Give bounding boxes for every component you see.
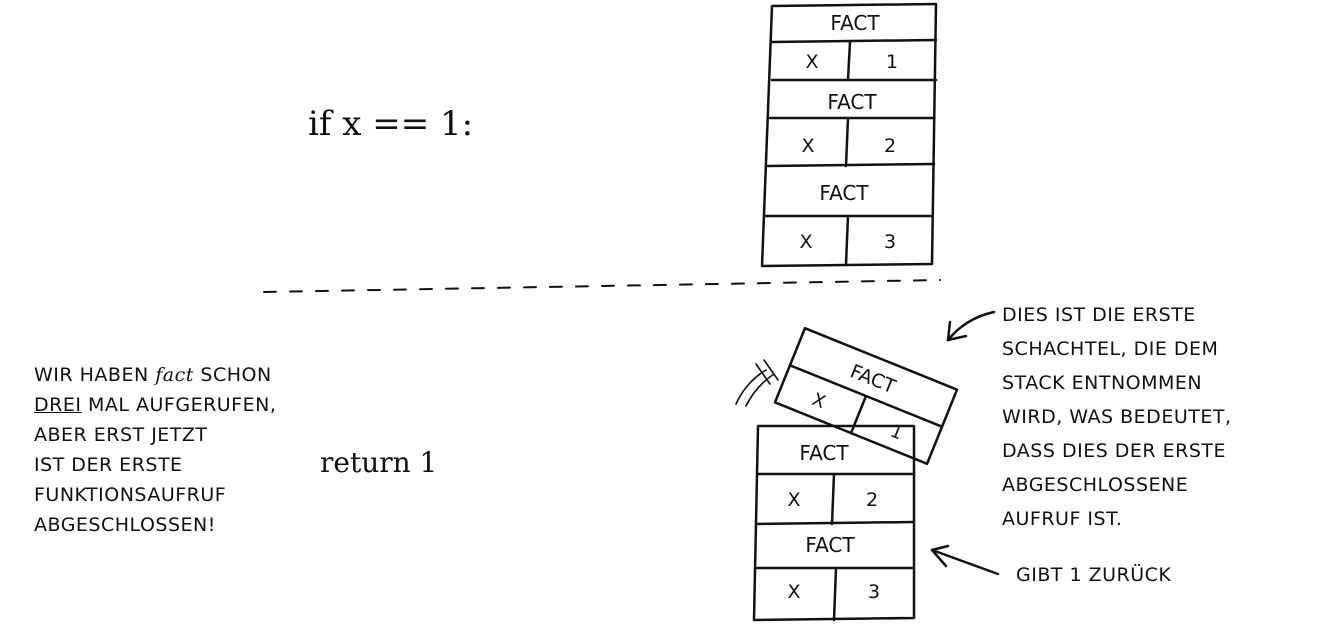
top-frame-1-var: X bbox=[805, 51, 818, 73]
top-frame-2-var: X bbox=[801, 135, 814, 157]
motion-marks bbox=[735, 359, 779, 407]
bottom-frame-2-name: FACT bbox=[805, 533, 855, 557]
bottom-frame-2-var: X bbox=[787, 581, 800, 603]
note-left-line-3: ABER ERST JETZT bbox=[34, 424, 208, 446]
top-frame-2-val: 2 bbox=[884, 135, 896, 157]
note-left-line-4: IST DER ERSTE bbox=[34, 454, 183, 476]
note-right: DIES IST DIE ERSTE SCHACHTEL, DIE DEM ST… bbox=[1002, 298, 1231, 536]
top-frame-3-var: X bbox=[799, 231, 812, 253]
popped-frame-var: X bbox=[809, 389, 828, 413]
note-right-line-5: DASS DIES DER ERSTE bbox=[1002, 440, 1227, 462]
arrow-to-popped bbox=[946, 310, 996, 342]
top-frame-2-name: FACT bbox=[827, 90, 877, 114]
note-right-line-4: WIRD, WAS BEDEUTET, bbox=[1002, 406, 1232, 428]
note-left-line-1: WIR HABEN fact SCHON bbox=[34, 364, 272, 386]
top-frame-3-val: 3 bbox=[884, 231, 896, 253]
note-left-line-2: DREI MAL AUFGERUFEN, bbox=[34, 394, 277, 416]
note-right-line-2: SCHACHTEL, DIE DEM bbox=[1002, 338, 1219, 360]
note-left-line-5: FUNKTIONSAUFRUF bbox=[34, 484, 227, 506]
separator-dashed-line bbox=[263, 279, 941, 293]
bottom-frame-1-val: 2 bbox=[866, 489, 878, 511]
popped-frame bbox=[773, 326, 959, 466]
note-right-line-3: STACK ENTNOMMEN bbox=[1002, 372, 1203, 394]
top-stack bbox=[760, 2, 938, 268]
note-right-line-6: ABGESCHLOSSENE bbox=[1002, 474, 1189, 496]
top-frame-1-val: 1 bbox=[886, 51, 898, 73]
top-frame-1-name: FACT bbox=[830, 11, 880, 35]
note-right-line-1: DIES IST DIE ERSTE bbox=[1002, 304, 1196, 326]
code-return: return 1 bbox=[320, 446, 438, 479]
note-left-line-6: ABGESCHLOSSEN! bbox=[34, 514, 216, 536]
top-frame-3-name: FACT bbox=[819, 181, 869, 205]
note-left: WIR HABEN fact SCHON DREI MAL AUFGERUFEN… bbox=[34, 360, 276, 540]
bottom-frame-2-val: 3 bbox=[868, 581, 880, 603]
arrow-returns bbox=[930, 544, 1000, 576]
bottom-frame-1-var: X bbox=[787, 489, 800, 511]
bottom-stack bbox=[752, 424, 916, 622]
note-returns: GIBT 1 ZURÜCK bbox=[1016, 564, 1172, 586]
popped-frame-val: 1 bbox=[887, 421, 905, 445]
code-condition: if x == 1: bbox=[308, 104, 474, 144]
note-right-line-7: AUFRUF IST. bbox=[1002, 508, 1123, 530]
bottom-frame-1-name: FACT bbox=[799, 441, 849, 465]
